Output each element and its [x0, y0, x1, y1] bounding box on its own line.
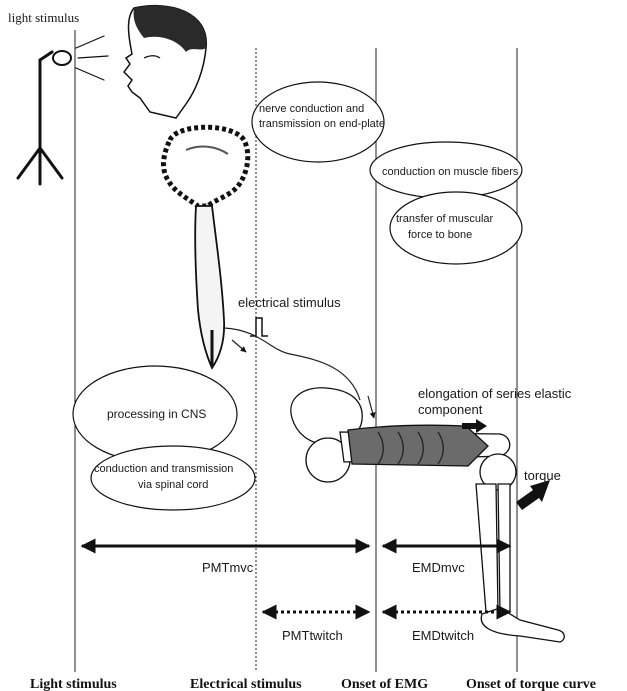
pmt-mvc-label: PMTmvc — [202, 560, 254, 575]
elongation-line2: component — [418, 402, 483, 417]
nerve-conduction-line1: nerve conduction and — [259, 103, 364, 115]
electrical-stimulus-label: electrical stimulus — [238, 295, 341, 310]
muscle-conduction-bubble: conduction on muscle fibers — [370, 142, 522, 198]
spinal-conduction-line1: conduction and transmission — [94, 463, 233, 475]
torque-arrow — [516, 480, 550, 510]
pmt-twitch-label: PMTtwitch — [282, 628, 343, 643]
emd-twitch-label: EMDtwitch — [412, 628, 474, 643]
emd-mvc-label: EMDmvc — [412, 560, 465, 575]
brain-illustration — [164, 127, 248, 206]
torque-onset-marker: Onset of torque curve — [466, 677, 596, 691]
force-transfer-line1: transfer of muscular — [396, 213, 494, 225]
electrical-pulse-icon — [250, 318, 268, 336]
head-illustration — [124, 6, 206, 118]
torque-label: torque — [524, 468, 561, 483]
nerve-arrow — [232, 340, 246, 352]
lamp-stand-illustration — [18, 36, 108, 184]
cns-text: processing in CNS — [107, 407, 206, 421]
nerve-entry-arrow — [368, 396, 374, 418]
elongation-line1: elongation of series elastic — [418, 386, 572, 401]
leg-skeleton-illustration — [291, 388, 564, 642]
light-stimulus-label: light stimulus — [8, 10, 79, 25]
spinal-conduction-line2: via spinal cord — [138, 479, 208, 491]
muscle-conduction-text: conduction on muscle fibers — [382, 166, 519, 178]
nerve-conduction-bubble: nerve conduction and transmission on end… — [252, 82, 385, 162]
spinal-conduction-bubble: conduction and transmission via spinal c… — [91, 446, 255, 510]
spinal-cord-illustration — [195, 206, 224, 368]
force-transfer-line2: force to bone — [408, 229, 472, 241]
nerve-fiber — [224, 328, 360, 400]
light-stimulus-marker: Light stimulus — [30, 677, 117, 691]
emg-onset-marker: Onset of EMG — [341, 677, 428, 691]
force-transfer-bubble: transfer of muscular force to bone — [390, 192, 522, 264]
electrical-stimulus-marker: Electrical stimulus — [190, 677, 302, 691]
nerve-conduction-line2: transmission on end-plate — [259, 118, 385, 130]
